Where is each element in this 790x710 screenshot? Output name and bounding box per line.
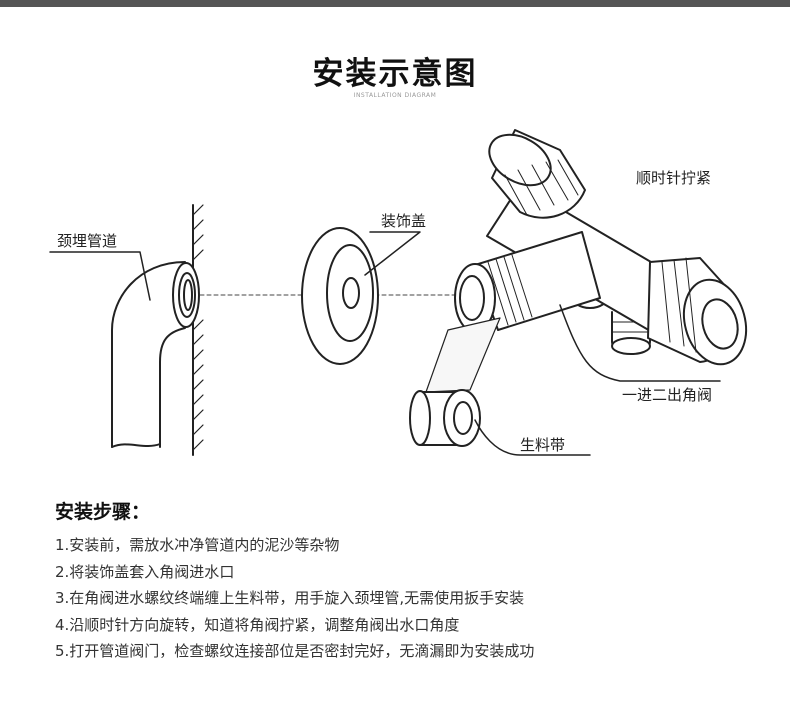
decorative-cover — [301, 227, 379, 365]
step-item: 4.沿顺时针方向旋转，知道将角阀拧紧，调整角阀出水口角度 — [55, 615, 460, 634]
installation-diagram: 颈埋管道 装饰盖 顺时针拧紧 一进二出角阀 生料带 — [49, 129, 748, 456]
step-item: 1.安装前，需放水冲净管道内的泥沙等杂物 — [55, 536, 340, 554]
steps-list: 1.安装前，需放水冲净管道内的泥沙等杂物 2.将装饰盖套入角阀进水口 3.在角阀… — [55, 532, 534, 665]
angle-valve — [454, 129, 748, 366]
ptfe-tape — [409, 317, 501, 447]
embedded-pipe — [111, 261, 200, 448]
label-tape: 生料带 — [520, 436, 565, 454]
top-bar — [0, 0, 790, 7]
label-pipe: 颈埋管道 — [57, 232, 117, 250]
step-item: 2.将装饰盖套入角阀进水口 — [55, 562, 235, 581]
label-valve: 一进二出角阀 — [622, 386, 712, 404]
step-item: 3.在角阀进水螺纹终端缠上生料带，用手旋入颈埋管,无需使用扳手安装 — [55, 589, 525, 607]
steps-heading: 安装步骤： — [55, 501, 151, 523]
leader-lines — [49, 231, 721, 456]
page-title: 安装示意图 — [312, 56, 478, 92]
label-clockwise: 顺时针拧紧 — [636, 169, 711, 187]
page-subtitle: INSTALLATION DIAGRAM — [353, 92, 437, 99]
wall — [192, 204, 204, 456]
step-item: 5.打开管道阀门，检查螺纹连接部位是否密封完好，无滴漏即为安装成功 — [55, 642, 535, 660]
label-cover: 装饰盖 — [381, 212, 426, 230]
